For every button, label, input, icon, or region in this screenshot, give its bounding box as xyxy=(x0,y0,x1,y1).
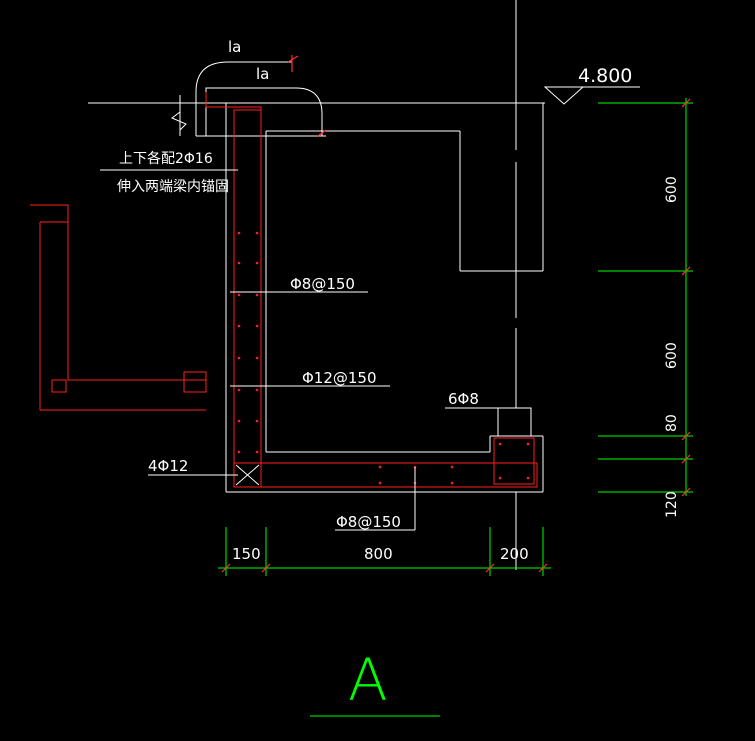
dim-150: 150 xyxy=(232,545,261,563)
dim-600-upper: 600 xyxy=(664,176,680,203)
leader-lines xyxy=(100,169,498,531)
rebar xyxy=(30,92,538,488)
rebar-label-bottom-phi8: Φ8@150 xyxy=(336,513,401,531)
note-line-2: 伸入两端梁内锚固 xyxy=(117,179,229,195)
rebar-label-phi8: Φ8@150 xyxy=(290,275,355,293)
corner-bar-x xyxy=(235,464,260,486)
note-line-1: 上下各配2Φ16 xyxy=(119,151,213,167)
concrete-outline xyxy=(88,102,545,493)
anchorage-label-upper: la xyxy=(228,38,241,56)
rebar-dots xyxy=(237,231,530,485)
rebar-label-6phi8: 6Φ8 xyxy=(448,390,479,408)
rebar-label-4phi12: 4Φ12 xyxy=(148,457,188,475)
dim-200: 200 xyxy=(500,545,529,563)
dim-80: 80 xyxy=(664,414,680,432)
anchorage-hooks xyxy=(195,61,323,136)
dimension-ticks xyxy=(221,98,691,573)
elevation-label: 4.800 xyxy=(578,65,632,87)
dim-600-lower: 600 xyxy=(664,342,680,369)
dim-800: 800 xyxy=(364,545,393,563)
rebar-label-phi12: Φ12@150 xyxy=(302,369,377,387)
elevation-marker: 4.800 xyxy=(543,65,640,105)
break-symbol xyxy=(171,95,187,136)
anchorage-label-lower: la xyxy=(256,65,269,83)
dim-120: 120 xyxy=(664,491,680,518)
anchorage-ticks xyxy=(287,55,327,137)
dimension-lines xyxy=(218,98,693,717)
section-mark: A xyxy=(348,646,388,714)
